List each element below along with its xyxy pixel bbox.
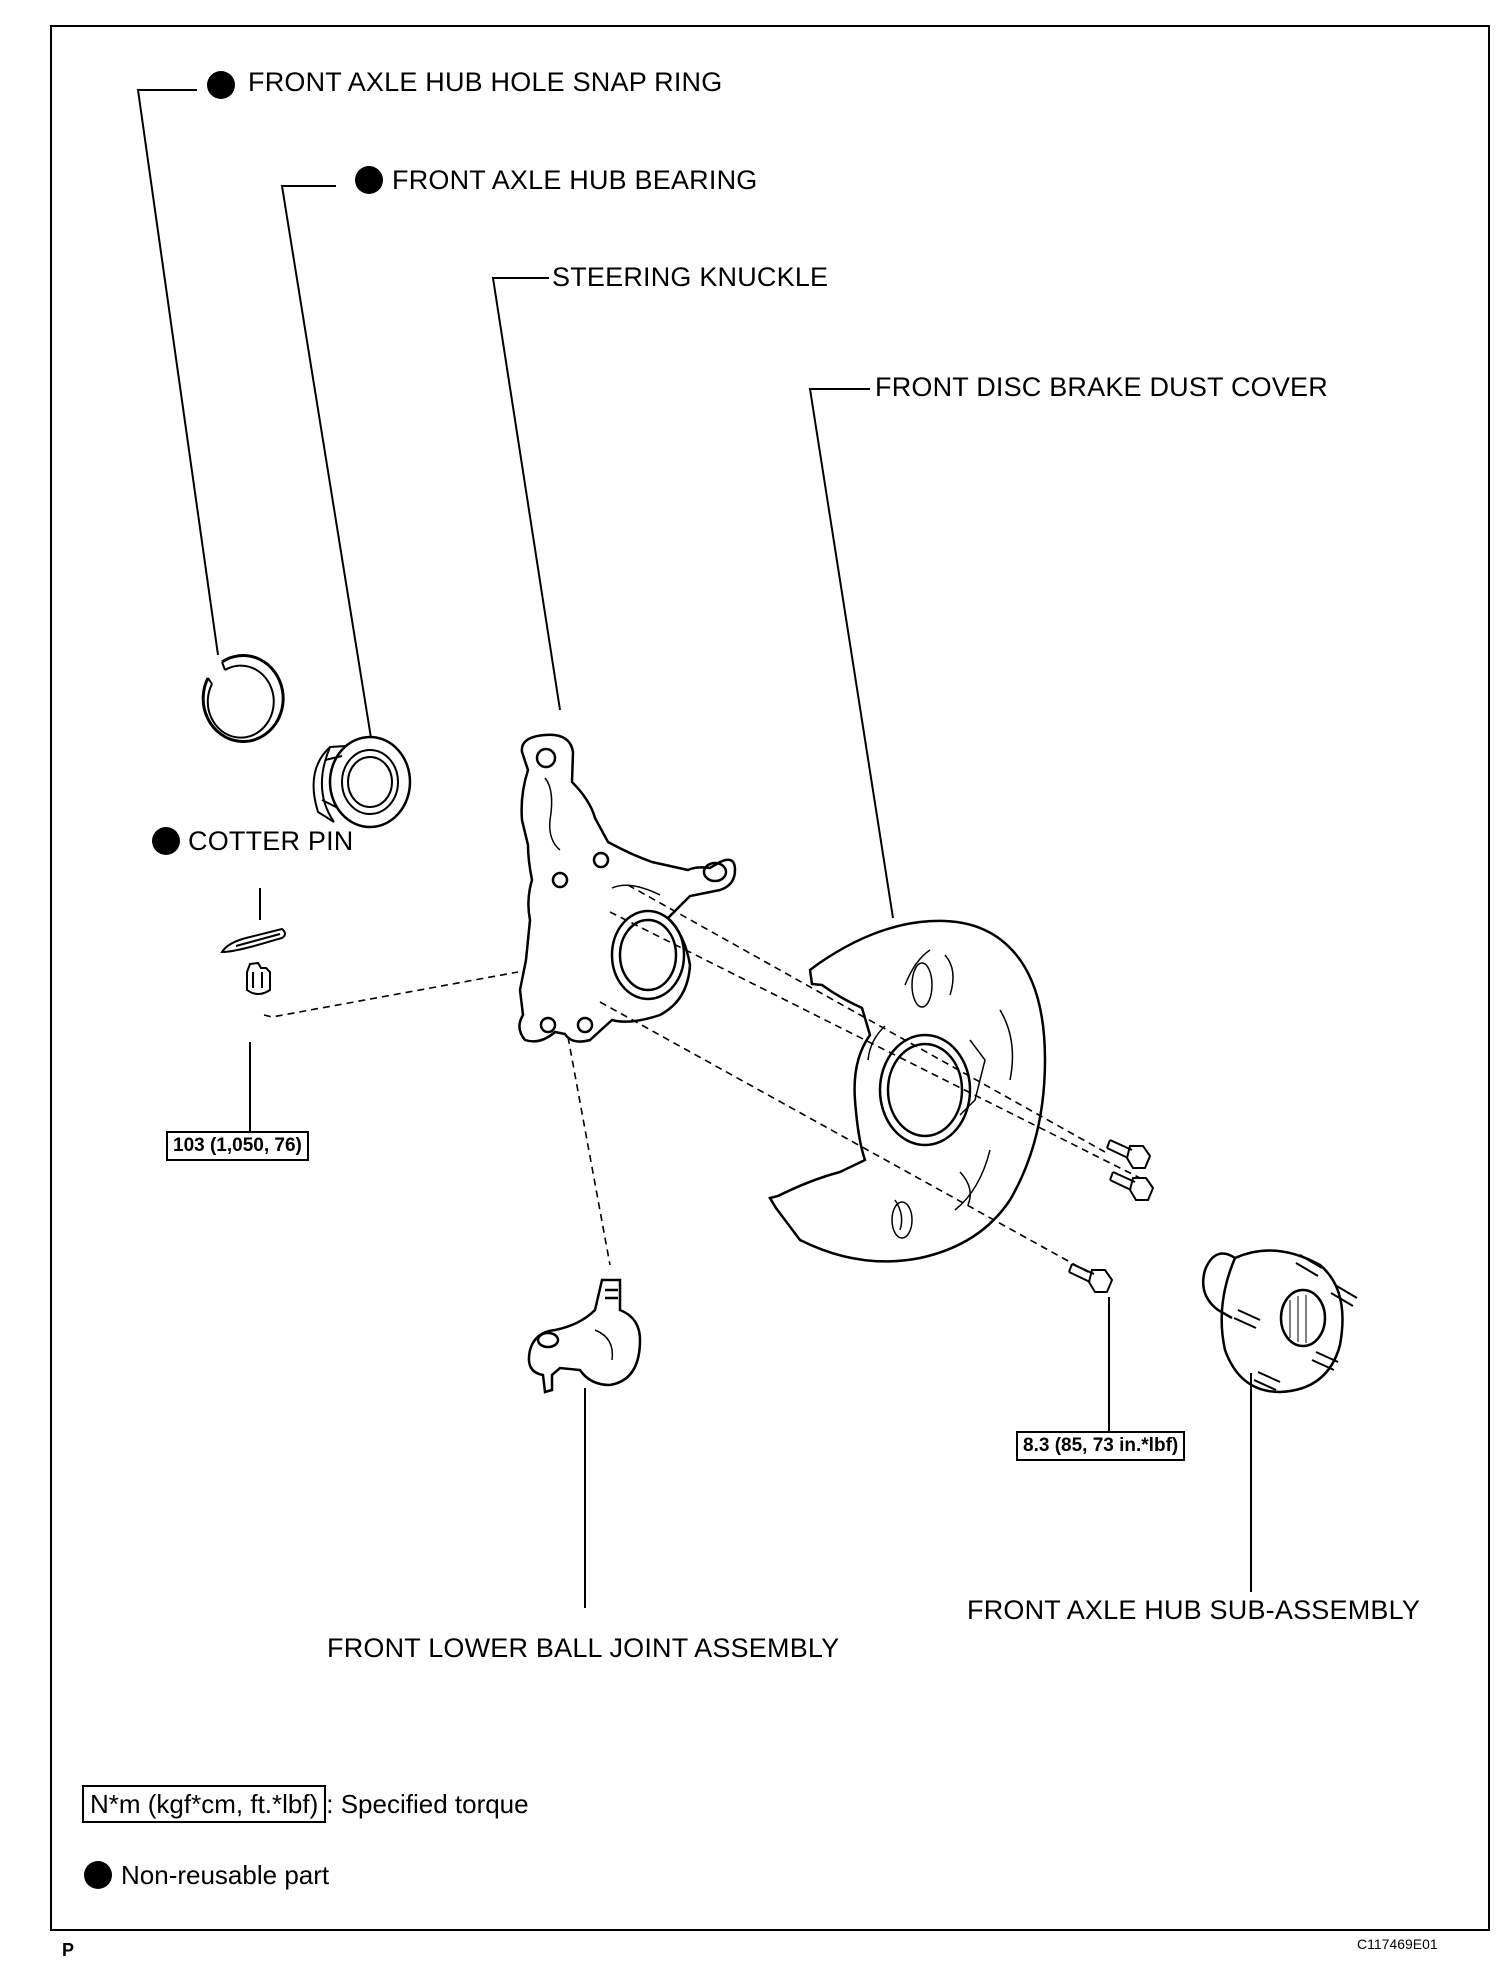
label-hub-sub-assembly: FRONT AXLE HUB SUB-ASSEMBLY [967,1595,1421,1625]
alignment-lines [263,884,1141,1273]
torque-spec-bolts: 8.3 (85, 73 in.*lbf) [1016,1431,1186,1461]
castle-nut-icon [246,961,271,995]
dust-cover-icon [768,919,1047,1263]
bolt-icon [1109,1171,1155,1201]
nonreusable-markers [152,71,383,855]
filled-circle-icon [207,71,235,99]
label-ball-joint: FRONT LOWER BALL JOINT ASSEMBLY [327,1633,840,1663]
torque-spec-nut: 103 (1,050, 76) [166,1131,309,1161]
snap-ring-icon [201,654,285,743]
label-hub-bearing: FRONT AXLE HUB BEARING [392,165,758,195]
bolt-icon [1068,1263,1114,1293]
filled-circle-icon [355,166,383,194]
legend-torque-box: N*m (kgf*cm, ft.*lbf) [82,1785,327,1823]
legend-nonreusable: Non-reusable part [84,1858,329,1892]
cotter-pin-icon [220,927,286,954]
label-dust-cover: FRONT DISC BRAKE DUST COVER [875,372,1328,402]
steering-knuckle-icon [518,733,737,1043]
hub-assembly-icon [1201,1249,1358,1394]
leader-lines [136,89,1252,1608]
label-steering-knuckle: STEERING KNUCKLE [552,262,829,292]
hub-bearing-icon [312,735,412,829]
filled-circle-icon [84,1861,112,1889]
ball-joint-icon [527,1278,642,1394]
bolt-icon [1106,1139,1152,1169]
legend-torque-text: : Specified torque [326,1789,529,1819]
label-snap-ring: FRONT AXLE HUB HOLE SNAP RING [248,67,723,97]
label-cotter-pin: COTTER PIN [188,826,354,856]
legend-nonreusable-text: Non-reusable part [121,1860,330,1890]
figure-id: C117469E01 [1357,1936,1438,1952]
page-marker: P [62,1940,75,1960]
filled-circle-icon [152,827,180,855]
diagram-frame [50,25,1490,1931]
legend-torque: N*m (kgf*cm, ft.*lbf): Specified torque [82,1785,529,1823]
